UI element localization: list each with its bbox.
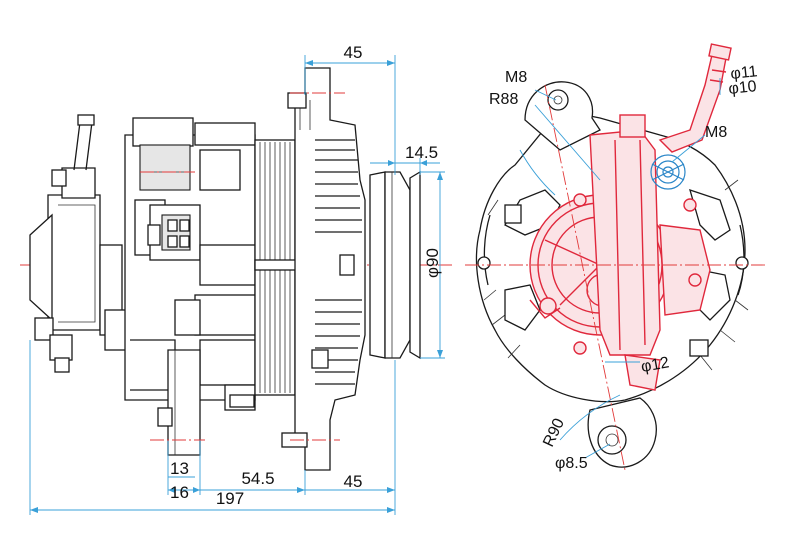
bottom-mount-ear — [587, 397, 657, 468]
vacuum-hose-nipple — [73, 121, 93, 171]
end-view: M8 R88 φ11 φ10 M8 φ12 R90 φ8.5 — [465, 43, 765, 472]
top-mount-ear — [524, 81, 601, 151]
end-leaders — [519, 78, 721, 459]
label-tube-inner: φ10 — [728, 78, 758, 98]
side-view: 45 14.5 φ90 13 16 54.5 — [20, 43, 455, 515]
dim-pulley-diameter: φ90 — [423, 248, 442, 278]
alternator-body — [124, 117, 256, 456]
rear-vacuum-pump — [29, 114, 136, 373]
lower-foot — [167, 349, 201, 456]
label-r88: R88 — [489, 91, 518, 108]
m8-side-fitting — [650, 154, 686, 190]
dim-top-45: 45 — [344, 43, 363, 62]
vacuum-inlet-tube — [658, 43, 732, 153]
cooling-fins — [315, 139, 362, 385]
dim-pulley-width: 14.5 — [405, 143, 438, 162]
dim-foot-16: 16 — [170, 483, 189, 502]
dim-right-45: 45 — [344, 472, 363, 491]
dim-foot-13: 13 — [170, 459, 189, 478]
dim-mid-54-5: 54.5 — [241, 469, 274, 488]
label-phi8-5: φ8.5 — [555, 455, 588, 472]
front-housing — [281, 67, 366, 471]
label-r90: R90 — [540, 416, 568, 450]
label-m8-side: M8 — [705, 124, 727, 141]
pulley — [369, 170, 421, 360]
dim-overall-197: 197 — [216, 489, 244, 508]
label-m8-top: M8 — [505, 69, 527, 86]
label-tube-outer: φ11 — [730, 63, 759, 83]
label-phi12: φ12 — [640, 354, 671, 376]
side-dimensions: 45 14.5 φ90 13 16 54.5 — [29, 43, 445, 515]
